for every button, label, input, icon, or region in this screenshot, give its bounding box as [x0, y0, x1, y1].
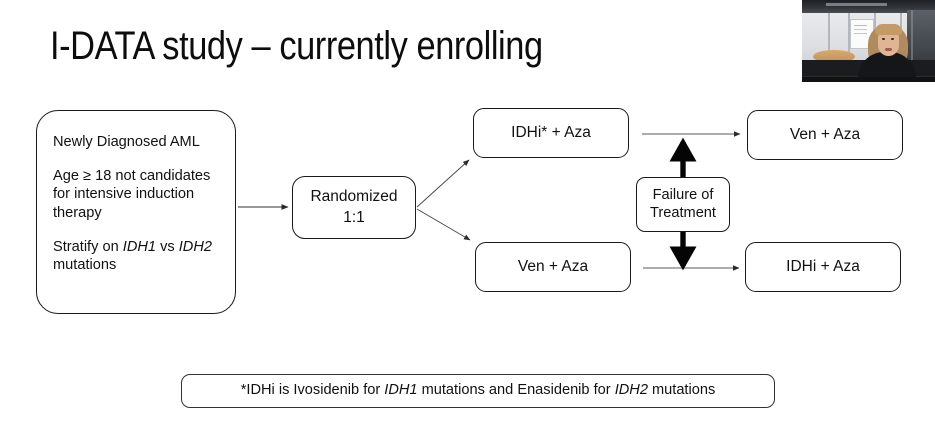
crossover-a-box: Ven + Aza — [747, 110, 903, 160]
footnote-gene-idh1: IDH1 — [384, 382, 418, 399]
connector-randomized-to-arm-a — [416, 159, 470, 208]
webcam-bottom-bar — [802, 77, 935, 82]
webcam-person-fringe — [875, 24, 902, 35]
failure-line-1: Failure of — [652, 186, 714, 203]
gene-idh2-label: IDH2 — [178, 238, 212, 255]
webcam-ceiling — [802, 0, 935, 13]
webcam-person-face — [878, 29, 899, 56]
treatment-arm-b-box: Ven + Aza — [475, 242, 631, 292]
treatment-arm-a-label: IDHi* + Aza — [511, 123, 591, 141]
crossover-a-label: Ven + Aza — [789, 125, 861, 143]
randomization-ratio: 1:1 — [343, 208, 365, 226]
randomization-label: Randomized — [310, 188, 398, 206]
page-title: I-DATA study – currently enrolling — [50, 24, 543, 68]
webcam-round-table — [813, 50, 855, 63]
webcam-person-eye-right — [891, 38, 894, 40]
webcam-panel-divider — [848, 13, 850, 76]
footnote-gene-idh2: IDH2 — [614, 382, 648, 399]
webcam-frame — [802, 0, 935, 82]
treatment-arm-b-label: Ven + Aza — [517, 257, 589, 275]
webcam-person-mouth — [885, 48, 892, 51]
failure-of-treatment-box: Failure of Treatment — [636, 177, 730, 232]
footnote-box: *IDHi is Ivosidenib for IDH1 mutations a… — [181, 374, 775, 408]
failure-line-2: Treatment — [650, 204, 716, 221]
eligibility-line-diagnosis: Newly Diagnosed AML — [53, 134, 200, 150]
crossover-b-label: IDHi + Aza — [786, 257, 860, 275]
randomization-box: Randomized 1:1 — [292, 176, 416, 239]
webcam-person-eye-left — [882, 38, 885, 40]
treatment-arm-a-box: IDHi* + Aza — [473, 108, 629, 158]
eligibility-line-age: Age ≥ 18 not candidates for intensive in… — [53, 167, 211, 222]
connector-randomized-to-arm-b — [416, 208, 471, 241]
eligibility-line-stratify: Stratify on IDH1 vs IDH2 mutations — [53, 238, 212, 274]
gene-idh1-label: IDH1 — [122, 238, 157, 255]
footnote-text: *IDHi is Ivosidenib for IDH1 mutations a… — [240, 382, 716, 399]
crossover-b-box: IDHi + Aza — [745, 242, 901, 292]
webcam-video-overlay[interactable] — [802, 0, 935, 82]
eligibility-criteria-box: Newly Diagnosed AML Age ≥ 18 not candida… — [36, 110, 236, 314]
webcam-panel-divider — [828, 13, 830, 76]
